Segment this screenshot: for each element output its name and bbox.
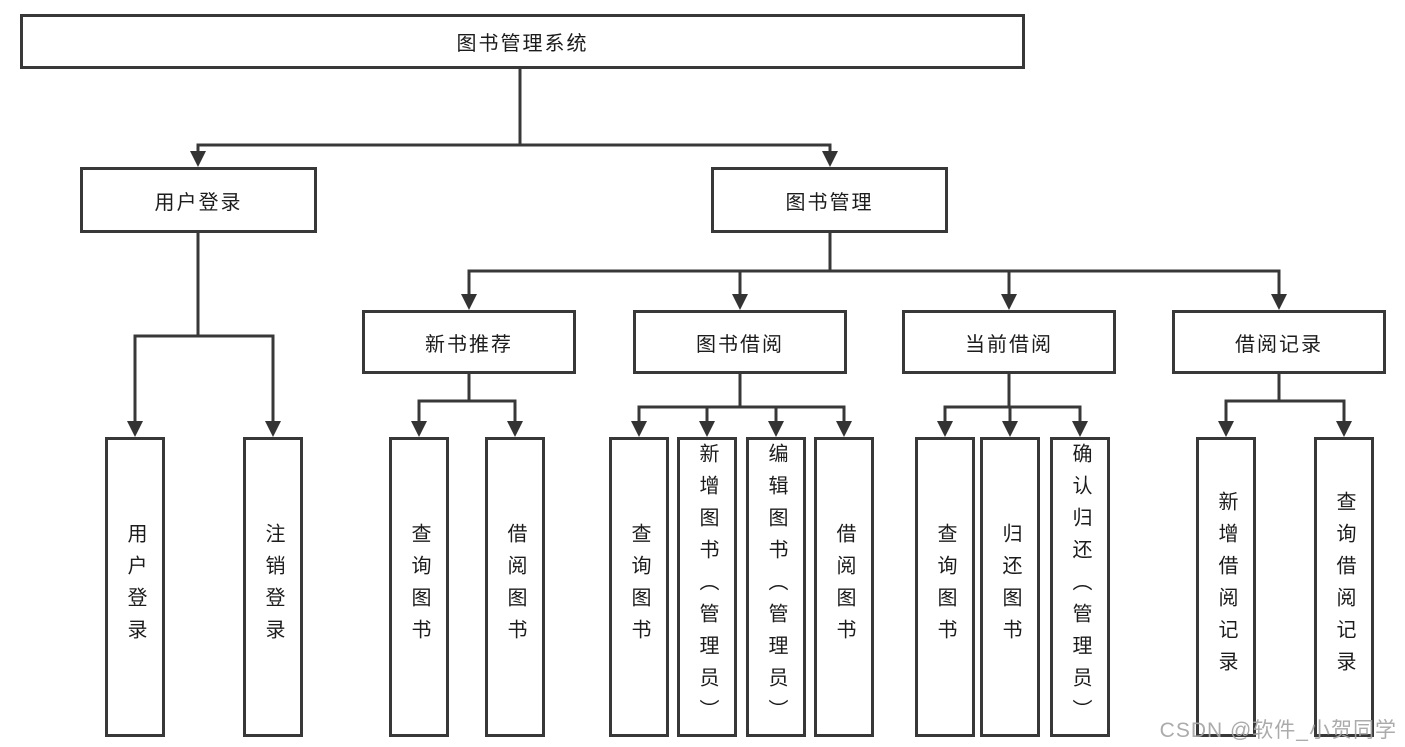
- leaf-logout-label: 注销登录: [262, 523, 284, 651]
- leaf-add-book-admin: 新增图书（管理员）: [677, 437, 737, 737]
- leaf-query-books-2: 查询图书: [609, 437, 669, 737]
- leaf-query-books-3: 查询图书: [915, 437, 975, 737]
- leaf-user-login: 用户登录: [105, 437, 165, 737]
- node-new-book-recommend: 新书推荐: [362, 310, 576, 374]
- arrowhead: [836, 421, 852, 437]
- node-borrow-records-label: 借阅记录: [1235, 333, 1323, 356]
- node-book-management: 图书管理: [711, 167, 948, 233]
- leaf-query-books-2-label: 查询图书: [628, 523, 650, 651]
- arrowhead: [822, 151, 838, 167]
- leaf-return-book: 归还图书: [980, 437, 1040, 737]
- leaf-confirm-return-admin: 确认归还（管理员）: [1050, 437, 1110, 737]
- leaf-borrow-books-2-label: 借阅图书: [833, 523, 855, 651]
- arrowhead: [1072, 421, 1088, 437]
- node-new-book-recommend-label: 新书推荐: [425, 333, 513, 356]
- node-book-borrow: 图书借阅: [633, 310, 847, 374]
- node-borrow-records: 借阅记录: [1172, 310, 1386, 374]
- arrowhead: [768, 421, 784, 437]
- arrowhead: [1218, 421, 1234, 437]
- arrowhead: [265, 421, 281, 437]
- leaf-query-books-label: 查询图书: [408, 523, 430, 651]
- leaf-borrow-books-label: 借阅图书: [504, 523, 526, 651]
- leaf-borrow-books: 借阅图书: [485, 437, 545, 737]
- leaf-add-borrow-record-label: 新增借阅记录: [1215, 491, 1237, 683]
- node-root-label: 图书管理系统: [456, 33, 589, 55]
- arrowhead: [937, 421, 953, 437]
- arrowhead: [190, 151, 206, 167]
- arrowhead: [1336, 421, 1352, 437]
- leaf-query-borrow-record: 查询借阅记录: [1314, 437, 1374, 737]
- node-user-login: 用户登录: [80, 167, 317, 233]
- node-root: 图书管理系统: [20, 14, 1025, 69]
- arrowhead: [127, 421, 143, 437]
- leaf-user-login-label: 用户登录: [124, 523, 146, 651]
- node-book-management-label: 图书管理: [785, 191, 874, 214]
- leaf-query-books: 查询图书: [389, 437, 449, 737]
- csdn-watermark: CSDN @软件_小贺同学: [1159, 719, 1397, 742]
- arrowhead: [461, 294, 477, 310]
- arrowhead: [699, 421, 715, 437]
- leaf-confirm-return-admin-label: 确认归还（管理员）: [1069, 443, 1091, 731]
- leaf-add-book-admin-label: 新增图书（管理员）: [696, 443, 718, 731]
- leaf-add-borrow-record: 新增借阅记录: [1196, 437, 1256, 737]
- leaf-logout: 注销登录: [243, 437, 303, 737]
- arrowhead: [1001, 294, 1017, 310]
- arrowhead: [732, 294, 748, 310]
- leaf-edit-book-admin: 编辑图书（管理员）: [746, 437, 806, 737]
- leaf-query-borrow-record-label: 查询借阅记录: [1333, 491, 1355, 683]
- leaf-borrow-books-2: 借阅图书: [814, 437, 874, 737]
- node-user-login-label: 用户登录: [154, 191, 243, 214]
- node-book-borrow-label: 图书借阅: [696, 333, 784, 356]
- arrowhead: [631, 421, 647, 437]
- node-current-borrow-label: 当前借阅: [965, 333, 1053, 356]
- arrowhead: [411, 421, 427, 437]
- node-current-borrow: 当前借阅: [902, 310, 1116, 374]
- arrowhead: [1002, 421, 1018, 437]
- leaf-return-book-label: 归还图书: [999, 523, 1021, 651]
- arrowhead: [507, 421, 523, 437]
- leaf-edit-book-admin-label: 编辑图书（管理员）: [765, 443, 787, 731]
- leaf-query-books-3-label: 查询图书: [934, 523, 956, 651]
- arrowhead: [1271, 294, 1287, 310]
